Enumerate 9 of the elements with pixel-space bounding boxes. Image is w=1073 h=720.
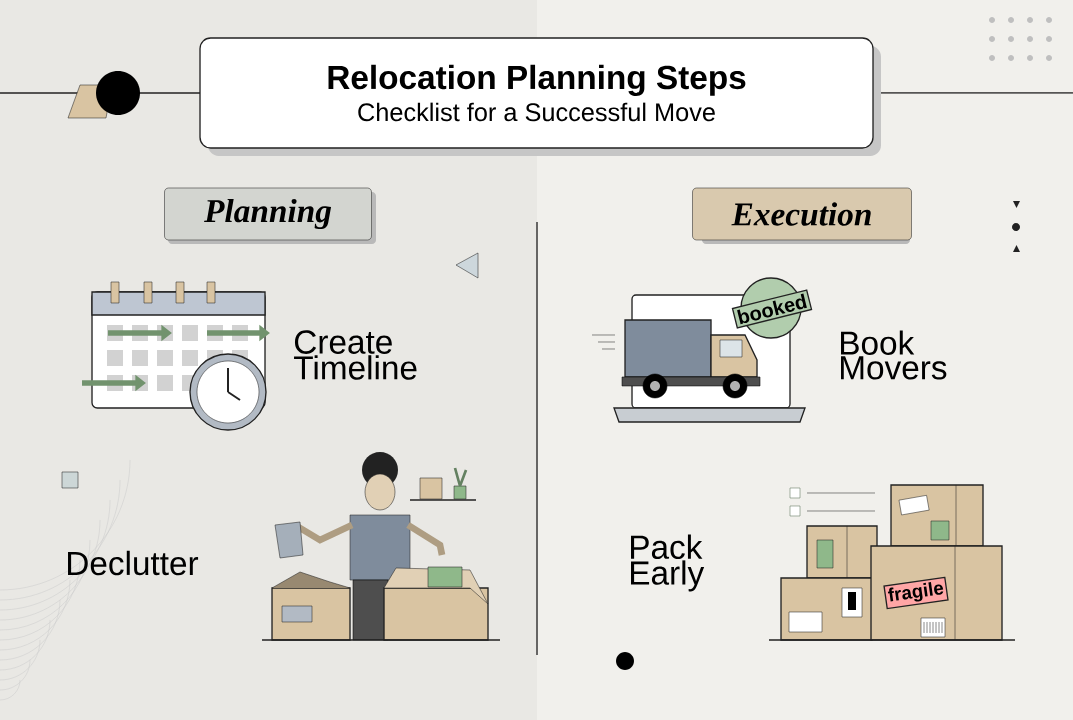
step-label: Pack Early bbox=[631, 534, 705, 592]
step-label: Declutter bbox=[68, 550, 199, 576]
sticker-label: fragile bbox=[883, 576, 949, 610]
section-tab: Execution bbox=[692, 187, 912, 241]
step-label: Create Timeline bbox=[294, 330, 417, 380]
sticker-label: booked bbox=[731, 289, 813, 329]
step-label: Book Movers bbox=[841, 330, 947, 380]
title-box: Relocation Planning Steps Checklist for a Successful Move bbox=[199, 37, 874, 149]
section-tab: Planning bbox=[164, 187, 372, 241]
